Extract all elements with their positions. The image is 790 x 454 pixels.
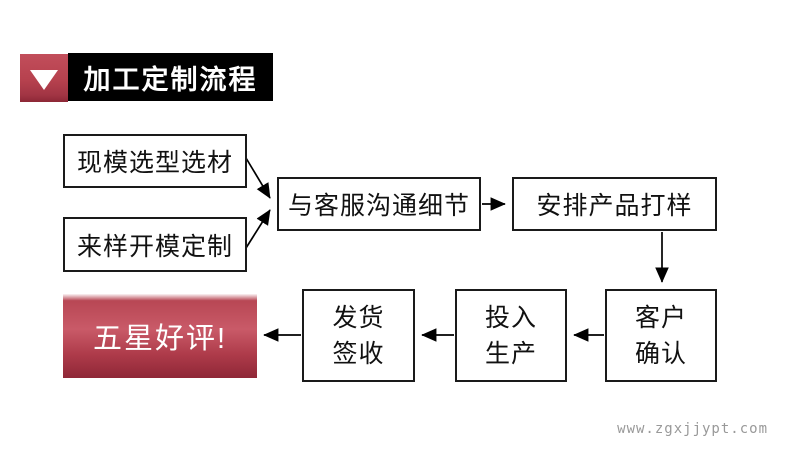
node-five-star-review: 五星好评! xyxy=(63,294,257,378)
edge-n1-n3 xyxy=(245,157,271,199)
watermark: www.zgxjjypt.com xyxy=(617,421,768,437)
node-product-sampling: 安排产品打样 xyxy=(512,177,717,231)
node-label-line: 签收 xyxy=(332,339,385,368)
triangle-down-icon xyxy=(30,69,58,90)
node-label-line: 发货 xyxy=(332,303,385,332)
node-customer-confirm: 客户 确认 xyxy=(605,289,717,382)
node-ship-and-sign: 发货 签收 xyxy=(302,289,415,382)
node-label-line: 生产 xyxy=(484,339,537,368)
node-customer-service-communication: 与客服沟通细节 xyxy=(277,177,481,231)
node-existing-mold-selection: 现模选型选材 xyxy=(63,134,247,188)
node-label-line: 客户 xyxy=(634,303,687,332)
header-marker xyxy=(20,54,68,102)
page-title: 加工定制流程 xyxy=(68,53,273,101)
node-label-line: 确认 xyxy=(634,339,687,368)
node-sample-mold-custom: 来样开模定制 xyxy=(63,217,247,272)
edge-n2-n3 xyxy=(245,209,271,249)
node-production: 投入 生产 xyxy=(455,289,567,382)
node-label-line: 投入 xyxy=(484,303,537,332)
